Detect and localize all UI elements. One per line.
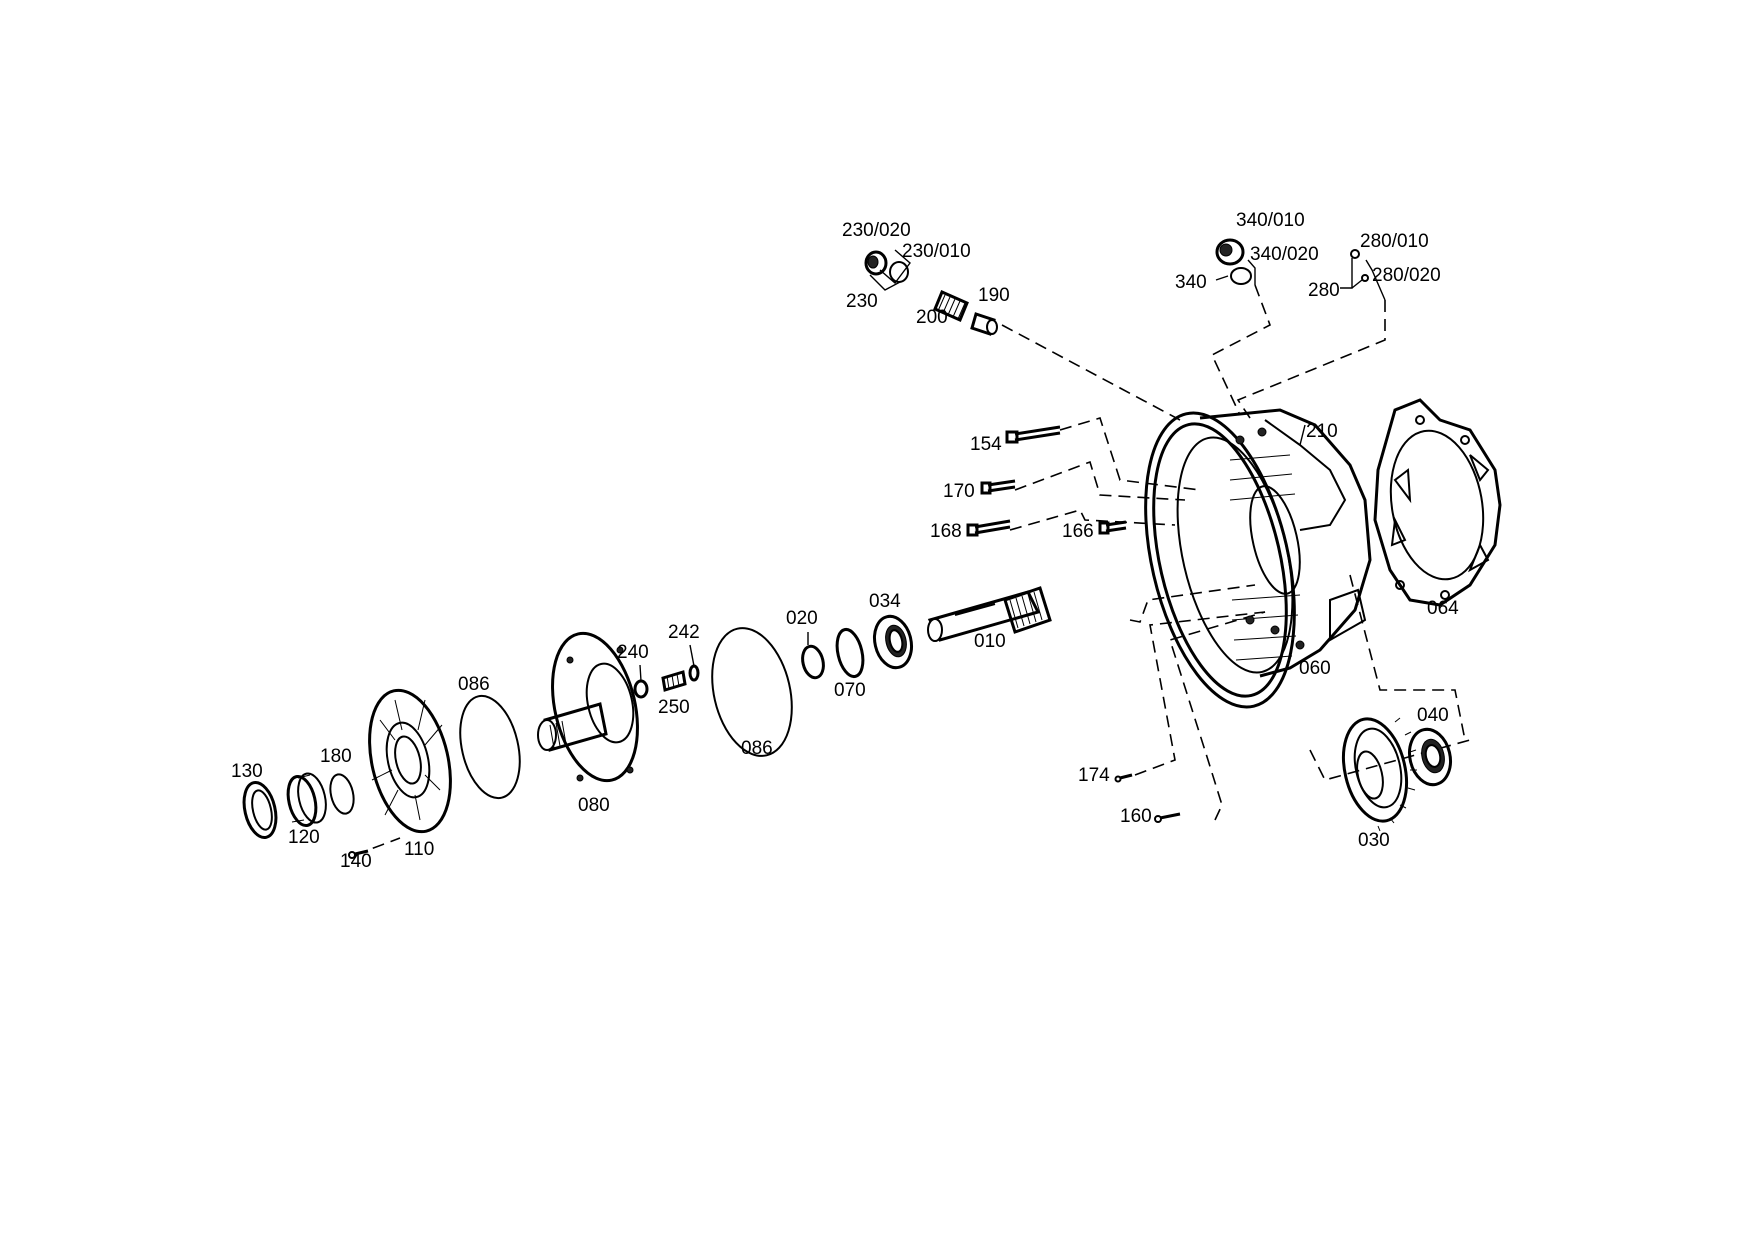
part-250-spring xyxy=(661,670,687,692)
part-180-ring xyxy=(329,773,355,815)
part-080-cover xyxy=(537,631,639,783)
leader-lines xyxy=(639,258,1363,682)
label-240: 240 xyxy=(617,642,649,663)
label-210: 210 xyxy=(1306,421,1338,442)
part-280-plug xyxy=(1350,249,1369,282)
label-040: 040 xyxy=(1417,705,1449,726)
label-070: 070 xyxy=(834,680,866,701)
part-labels: 230/020 230/010 230 200 190 340/010 340/… xyxy=(231,210,1459,872)
part-240-ball xyxy=(633,679,649,699)
label-166: 166 xyxy=(1062,521,1094,542)
part-040-bearing xyxy=(1408,727,1452,787)
label-250: 250 xyxy=(658,697,690,718)
label-340-020: 340/020 xyxy=(1250,244,1319,265)
label-086-right: 086 xyxy=(741,738,773,759)
part-340-plug xyxy=(1215,238,1252,285)
label-160: 160 xyxy=(1120,806,1152,827)
part-154-bolt xyxy=(1005,425,1061,444)
part-174-screw xyxy=(1114,773,1133,783)
part-070-ring xyxy=(835,627,865,679)
assembly-dashed-lines xyxy=(354,249,1471,856)
label-280: 280 xyxy=(1308,280,1340,301)
part-020-ring xyxy=(801,644,825,680)
label-230-020: 230/020 xyxy=(842,220,911,241)
label-080: 080 xyxy=(578,795,610,816)
label-130: 130 xyxy=(231,761,263,782)
label-190: 190 xyxy=(978,285,1010,306)
label-140: 140 xyxy=(340,851,372,872)
part-034-bearing xyxy=(873,614,913,670)
part-060-housing xyxy=(1144,408,1372,709)
label-280-010: 280/010 xyxy=(1360,231,1429,252)
part-170-bolt xyxy=(980,479,1016,495)
part-064-gasket xyxy=(1373,398,1502,607)
part-160-screw xyxy=(1154,812,1181,823)
part-086-oring-left xyxy=(459,694,521,800)
label-170: 170 xyxy=(943,481,975,502)
label-180: 180 xyxy=(320,746,352,767)
label-034: 034 xyxy=(869,591,901,612)
part-166-bolt xyxy=(1098,520,1127,535)
label-280-020: 280/020 xyxy=(1372,265,1441,286)
part-086-oring-right xyxy=(711,627,793,757)
part-200-spring xyxy=(933,290,969,322)
label-230-010: 230/010 xyxy=(902,241,971,262)
label-242: 242 xyxy=(668,622,700,643)
part-030-gear xyxy=(1342,717,1417,832)
part-120-ring xyxy=(286,772,327,828)
label-010: 010 xyxy=(974,631,1006,652)
part-168-bolt xyxy=(966,519,1011,537)
part-010-shaft xyxy=(927,586,1052,642)
label-230: 230 xyxy=(846,291,878,312)
part-110-housing xyxy=(368,688,452,834)
part-140-screw xyxy=(348,849,369,859)
label-060: 060 xyxy=(1299,658,1331,679)
label-340-010: 340/010 xyxy=(1236,210,1305,231)
part-130-seal xyxy=(242,781,278,839)
label-110: 110 xyxy=(404,839,434,860)
part-190-sleeve xyxy=(970,312,998,336)
label-200: 200 xyxy=(916,307,948,328)
label-086-left: 086 xyxy=(458,674,490,695)
label-030: 030 xyxy=(1358,830,1390,851)
label-064: 064 xyxy=(1427,598,1459,619)
label-020: 020 xyxy=(786,608,818,629)
label-174: 174 xyxy=(1078,765,1110,786)
label-120: 120 xyxy=(288,827,320,848)
label-168: 168 xyxy=(930,521,962,542)
label-340: 340 xyxy=(1175,272,1207,293)
part-242-ring xyxy=(688,664,700,682)
label-154: 154 xyxy=(970,434,1002,455)
